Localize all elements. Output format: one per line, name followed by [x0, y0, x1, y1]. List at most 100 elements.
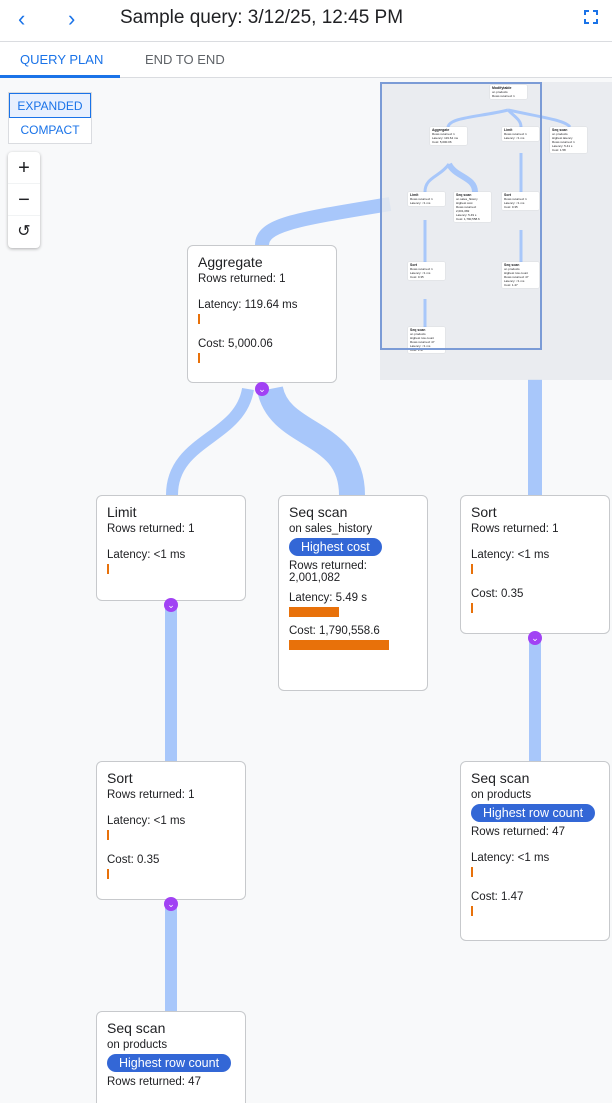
latency: Latency: <1 ms — [107, 549, 186, 561]
tab-query-plan[interactable]: QUERY PLAN — [20, 52, 104, 67]
minimap-node-line: Rows returned: 47 — [504, 275, 529, 279]
fullscreen-icon[interactable] — [584, 10, 598, 24]
minimap-node-line: Latency: <1 ms — [504, 279, 525, 283]
minimap-node-line: on sales_history — [456, 197, 478, 201]
latency: Latency: <1 ms — [107, 815, 186, 827]
chevron-left-icon[interactable]: ‹ — [18, 6, 26, 31]
latency: Latency: <1 ms — [471, 852, 550, 864]
page-title: Sample query: 3/12/25, 12:45 PM — [120, 7, 404, 28]
node-sort-right[interactable]: Sort Rows returned: 1 Latency: <1 ms Cos… — [460, 495, 610, 634]
cost: Cost: 1.47 — [471, 891, 524, 903]
minimap-node-line: Highest cost — [456, 201, 473, 205]
minimap-node-line: Latency: 5.41 s — [552, 144, 573, 148]
node-seq-scan-sales-history[interactable]: Seq scan on sales_history Highest cost R… — [278, 495, 428, 691]
minimap-node-title: Aggregate — [432, 128, 450, 132]
edge-aggregate-limit — [166, 387, 254, 496]
header: ‹ › Sample query: 3/12/25, 12:45 PM — [0, 0, 612, 42]
rows-returned: Rows returned: 47 — [471, 826, 565, 838]
expand-chevron-icon[interactable]: ⌄ — [164, 598, 178, 612]
status-badge: Highest row count — [471, 804, 596, 822]
reset-zoom-icon[interactable]: ↺ — [17, 223, 31, 240]
minimap-node-line: Cost: 0.35 — [410, 275, 424, 279]
minimap-node-line: Latency: <1 ms — [504, 201, 525, 205]
cost-bar — [471, 906, 473, 916]
plan-canvas[interactable]: EXPANDED COMPACT + − ↺ Aggregate Rows re… — [0, 79, 612, 1103]
rows-returned: Rows returned: 1 — [198, 273, 286, 285]
latency-bar — [107, 564, 109, 574]
expanded-button[interactable]: EXPANDED — [9, 93, 91, 118]
node-aggregate[interactable]: Aggregate Rows returned: 1 Latency: 119.… — [187, 245, 337, 383]
latency: Latency: 5.49 s — [289, 592, 367, 604]
zoom-in-button[interactable]: + — [8, 152, 40, 184]
minimap-viewport[interactable] — [380, 82, 542, 350]
expand-chevron-icon[interactable]: ⌄ — [528, 631, 542, 645]
latency-bar — [471, 564, 473, 574]
zoom-out-button[interactable]: − — [8, 184, 40, 216]
minimap-node-line: Cost: 0.35 — [504, 205, 518, 209]
cost: Cost: 0.35 — [107, 854, 160, 866]
node-title: Seq scan — [471, 770, 530, 786]
minimap-node-title: Sort — [504, 193, 511, 197]
edge-aggregate-seqscan — [257, 385, 365, 496]
node-title: Seq scan — [289, 504, 348, 520]
status-badge: Highest row count — [107, 1054, 232, 1072]
edge-root-aggregate — [255, 197, 392, 246]
node-title: Seq scan — [107, 1020, 166, 1036]
active-tab-indicator — [0, 75, 120, 78]
chevron-right-icon[interactable]: › — [68, 6, 76, 31]
minimap-node-line: Rows returned: 1 — [410, 267, 433, 271]
node-title: Sort — [107, 770, 133, 786]
latency-bar — [471, 867, 473, 877]
minimap-node-line: Rows returned: 1 — [492, 94, 515, 98]
minimap-node-title: Sort — [410, 263, 417, 267]
cost-bar — [107, 869, 109, 879]
minimap-node-line: Cost: 1.58 — [552, 148, 566, 152]
expand-chevron-icon[interactable]: ⌄ — [164, 897, 178, 911]
minimap-node-line: Cost: 1,790,558.6 — [456, 217, 480, 221]
latency: Latency: 119.64 ms — [198, 299, 298, 311]
minimap-node-title: Limit — [410, 193, 419, 197]
cost: Cost: 1,790,558.6 — [289, 625, 380, 637]
minimap-node-title: Seq scan — [410, 328, 426, 332]
minimap-node-line: on products — [504, 267, 520, 271]
expand-chevron-icon[interactable]: ⌄ — [255, 382, 269, 396]
zoom-controls: + − ↺ — [8, 152, 40, 248]
compact-button[interactable]: COMPACT — [20, 123, 80, 137]
minimap-node-line: Rows returned: 1 — [504, 197, 527, 201]
table-name: on sales_history — [289, 523, 373, 535]
status-badge: Highest cost — [289, 538, 382, 556]
minimap-node-line: Highest latency — [552, 136, 573, 140]
rows-returned: Rows returned: 1 — [107, 523, 195, 535]
rows-returned: Rows returned: 1 — [471, 523, 559, 535]
node-title: Limit — [107, 504, 137, 520]
node-seq-scan-products-right[interactable]: Seq scan on products Highest row count R… — [460, 761, 610, 941]
minimap-node-line: Cost: 1.47 — [410, 348, 424, 352]
node-limit[interactable]: Limit Rows returned: 1 Latency: <1 ms — [96, 495, 246, 601]
rows-returned-label: Rows returned: — [289, 560, 367, 572]
minimap-node-line: Rows returned: 47 — [410, 340, 435, 344]
node-seq-scan-products-bottom[interactable]: Seq scan on products Highest row count R… — [96, 1011, 246, 1103]
minimap-node-line: Latency: 119.64 ms — [432, 136, 458, 140]
minimap-node-title: Seq scan — [456, 193, 472, 197]
tab-end-to-end[interactable]: END TO END — [145, 52, 225, 67]
minimap-node-line: Latency: <1 ms — [410, 344, 431, 348]
minimap-node-line: Rows returned: 1 — [432, 132, 455, 136]
table-name: on products — [107, 1039, 168, 1051]
rows-returned: Rows returned: 47 — [107, 1076, 201, 1088]
minimap-node-line: Latency: <1 ms — [410, 201, 431, 205]
minimap-node-title: Modifytable — [492, 86, 512, 90]
latency: Latency: <1 ms — [471, 549, 550, 561]
rows-returned: 2,001,082 — [289, 572, 341, 584]
latency-bar — [198, 314, 200, 324]
latency-bar — [289, 607, 339, 617]
plan-edges — [165, 197, 542, 1011]
minimap-node-line: Latency: <1 ms — [410, 271, 431, 275]
node-sort-left[interactable]: Sort Rows returned: 1 Latency: <1 ms Cos… — [96, 761, 246, 900]
